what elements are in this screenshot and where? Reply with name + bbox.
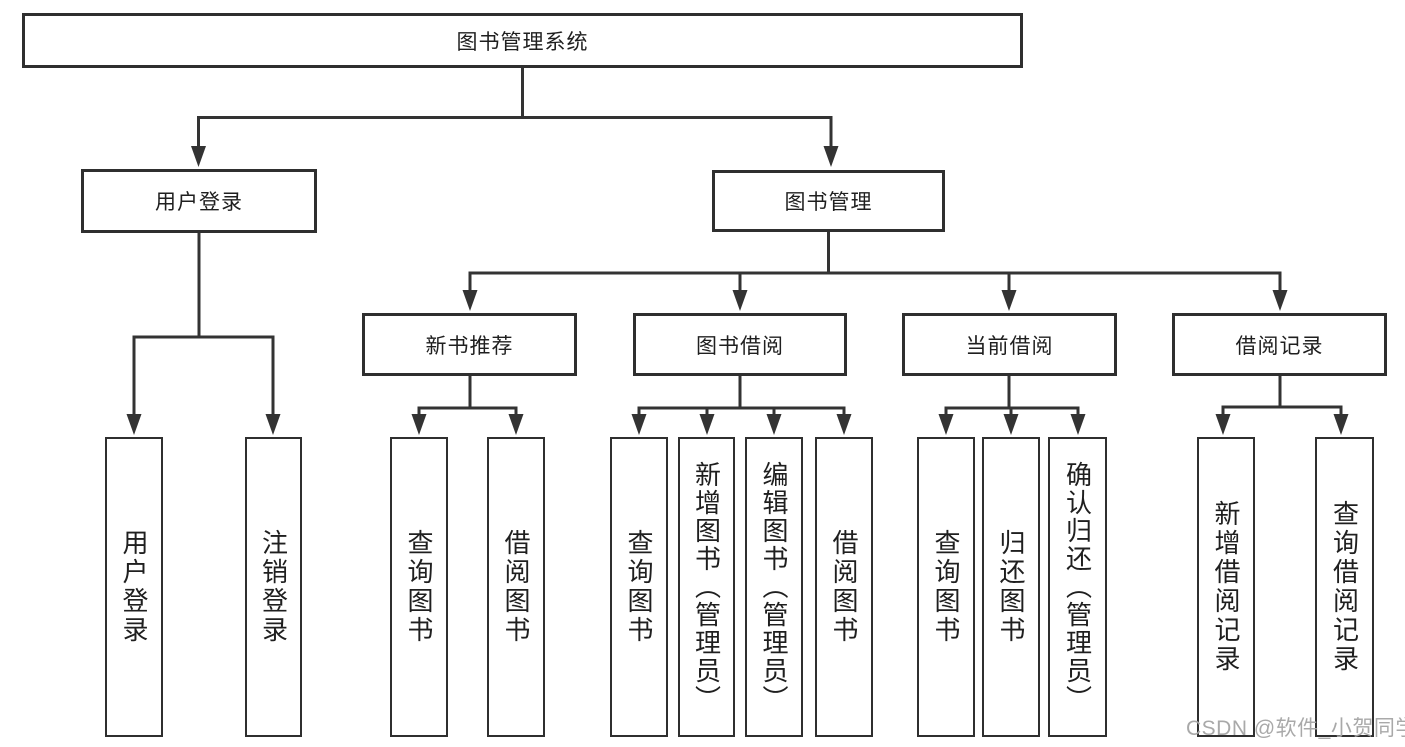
node-book-management-label: 图书管理 bbox=[784, 191, 873, 214]
node-current-borrow: 当前借阅 bbox=[902, 313, 1117, 376]
leaf-confirm-return-admin-label: 确认归还（管理员） bbox=[1062, 461, 1093, 713]
leaf-logout-label: 注销登录 bbox=[258, 529, 289, 645]
node-borrow-records-label: 借阅记录 bbox=[1235, 334, 1324, 358]
leaf-return-book-label: 归还图书 bbox=[996, 529, 1026, 645]
leaf-add-book-admin-label: 新增图书（管理员） bbox=[691, 461, 722, 713]
node-book-borrow: 图书借阅 bbox=[633, 313, 847, 376]
leaf-add-book-admin: 新增图书（管理员） bbox=[678, 437, 735, 737]
leaf-query-book-current: 查询图书 bbox=[917, 437, 975, 737]
leaf-query-book-borrow-label: 查询图书 bbox=[624, 529, 654, 645]
leaf-borrow-book-recommend-label: 借阅图书 bbox=[501, 529, 531, 645]
leaf-user-login-label: 用户登录 bbox=[119, 529, 149, 645]
node-borrow-records: 借阅记录 bbox=[1172, 313, 1387, 376]
leaf-borrow-book: 借阅图书 bbox=[815, 437, 873, 737]
leaf-user-login: 用户登录 bbox=[105, 437, 163, 737]
leaf-query-book-current-label: 查询图书 bbox=[931, 529, 961, 645]
leaf-add-borrow-record: 新增借阅记录 bbox=[1197, 437, 1255, 737]
node-user-login-label: 用户登录 bbox=[155, 191, 243, 214]
node-current-borrow-label: 当前借阅 bbox=[965, 334, 1054, 358]
leaf-logout: 注销登录 bbox=[245, 437, 302, 737]
leaf-query-book-borrow: 查询图书 bbox=[610, 437, 668, 737]
node-book-borrow-label: 图书借阅 bbox=[696, 334, 784, 358]
node-book-management: 图书管理 bbox=[712, 170, 945, 232]
node-new-book-recommend: 新书推荐 bbox=[362, 313, 577, 376]
leaf-query-book-recommend-label: 查询图书 bbox=[404, 529, 434, 645]
leaf-query-book-recommend: 查询图书 bbox=[390, 437, 448, 737]
leaf-confirm-return-admin: 确认归还（管理员） bbox=[1048, 437, 1107, 737]
leaf-add-borrow-record-label: 新增借阅记录 bbox=[1211, 500, 1241, 674]
leaf-query-borrow-record-label: 查询借阅记录 bbox=[1329, 500, 1360, 674]
node-user-login: 用户登录 bbox=[81, 169, 317, 233]
leaf-query-borrow-record: 查询借阅记录 bbox=[1315, 437, 1374, 737]
leaf-return-book: 归还图书 bbox=[982, 437, 1040, 737]
node-root-label: 图书管理系统 bbox=[456, 30, 589, 54]
node-root-system: 图书管理系统 bbox=[22, 13, 1023, 68]
node-new-book-recommend-label: 新书推荐 bbox=[425, 334, 514, 358]
csdn-watermark: CSDN @软件_小贺同学 bbox=[1186, 717, 1405, 740]
leaf-edit-book-admin: 编辑图书（管理员） bbox=[745, 437, 803, 737]
leaf-edit-book-admin-label: 编辑图书（管理员） bbox=[759, 461, 789, 713]
leaf-borrow-book-recommend: 借阅图书 bbox=[487, 437, 545, 737]
leaf-borrow-book-label: 借阅图书 bbox=[829, 529, 859, 645]
